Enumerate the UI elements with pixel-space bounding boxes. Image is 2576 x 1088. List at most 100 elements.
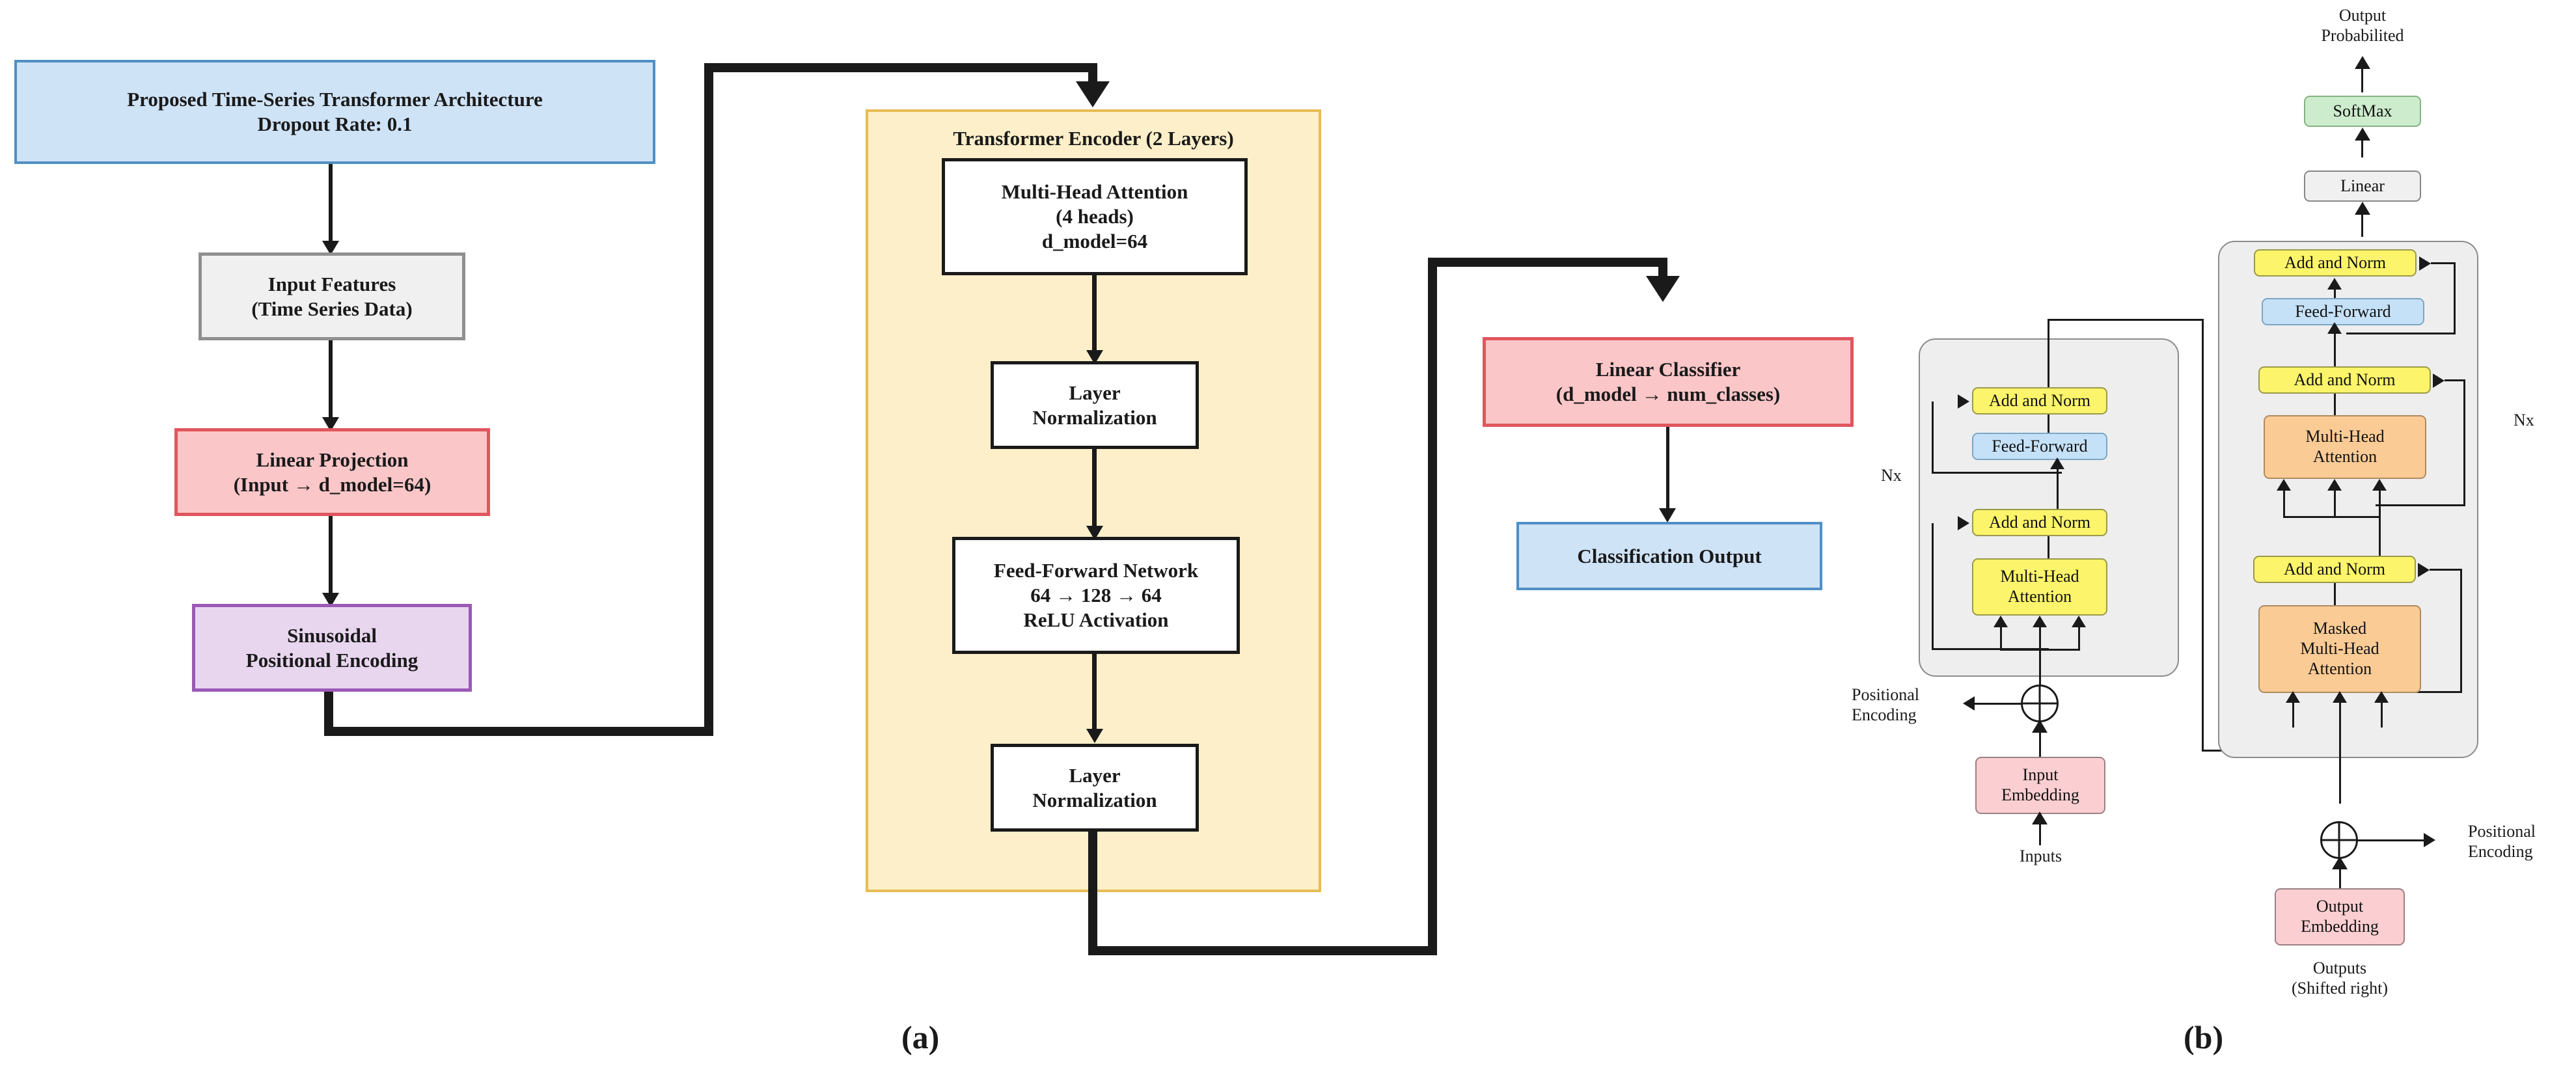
decoder-posenc-line-2: Encoding	[2468, 842, 2533, 862]
connector-inputs-to-embedding	[2039, 814, 2041, 845]
arrowhead-into-classifier	[1646, 276, 1680, 302]
connector-decoder-mha-to-addnorm	[2334, 394, 2336, 418]
encoder-multi-head-attention: Multi-Head Attention	[1972, 558, 2107, 616]
feed-forward-network-box: Feed-Forward Network 64 → 128 → 64 ReLU …	[952, 537, 1240, 654]
arrowhead-inputs-to-embedding	[2032, 811, 2048, 824]
encoder-input-embedding-line-2: Embedding	[2001, 785, 2079, 804]
linear-label: Linear	[2340, 176, 2385, 195]
decoder-add-circle	[2320, 821, 2358, 859]
encoder-input-embedding-line-1: Input	[2022, 765, 2059, 785]
connector-posenc-down	[324, 692, 333, 736]
encoder-qkv-bus	[2000, 649, 2080, 651]
sinusoidal-posenc-line-2: Positional Encoding	[245, 648, 418, 672]
connector-output-embed-to-circle	[2339, 859, 2341, 890]
decoder-add-norm-top: Add and Norm	[2254, 249, 2417, 277]
arrowhead-norm1-to-ffn	[1086, 526, 1103, 540]
encoder-add-norm-top-label: Add and Norm	[1989, 390, 2090, 410]
masked-mha-line-3: Attention	[2307, 659, 2372, 678]
encoder-feed-forward: Feed-Forward	[1972, 433, 2107, 460]
encoder-positional-encoding-label: Positional Encoding	[1852, 685, 1966, 725]
arrowhead-output-embed-to-circle	[2332, 856, 2348, 869]
decoder-posenc-line	[2356, 839, 2426, 841]
decoder-residual-mid-arrowhead	[2433, 374, 2445, 388]
decoder-masked-multi-head-attention: Masked Multi-Head Attention	[2258, 605, 2421, 693]
decoder-residual-bottom-vertical	[2460, 569, 2462, 692]
encoder-qkv-line-3	[2078, 626, 2080, 651]
decoder-residual-top-connect	[2346, 333, 2456, 334]
decoder-masked-qkv-line-2	[2339, 703, 2341, 804]
layer-norm-2-line-2: Normalization	[1032, 788, 1157, 811]
connector-encoder-up	[1428, 258, 1437, 955]
connector-encoder-addnorm-to-ff	[2057, 460, 2059, 513]
decoder-feed-forward-label: Feed-Forward	[2295, 301, 2391, 321]
mha-line-3: d_model=64	[1041, 229, 1148, 252]
decoder-add-norm-mid-label: Add and Norm	[2294, 370, 2396, 389]
connector-projection-to-posenc	[329, 516, 333, 599]
encoder-posenc-line-2: Encoding	[1852, 705, 1917, 725]
connector-softmax-to-output	[2361, 59, 2363, 92]
title-box: Proposed Time-Series Transformer Archite…	[14, 60, 655, 164]
linear-box: Linear	[2304, 170, 2421, 202]
arrowhead-title-to-input	[322, 241, 339, 255]
decoder-add-norm-mid: Add and Norm	[2258, 366, 2431, 394]
ffn-line-1: Feed-Forward Network	[993, 559, 1199, 582]
connector-ffn-to-norm2	[1092, 654, 1097, 735]
layer-norm-1-line-1: Layer	[1069, 381, 1121, 404]
decoder-residual-top-horizontal	[2431, 262, 2456, 264]
encoder-feed-forward-label: Feed-Forward	[1992, 436, 2088, 456]
encoder-residual-top-arrowhead	[1958, 394, 1969, 409]
output-probabilities-label: Output Probabilited	[2271, 5, 2454, 46]
decoder-masked-qkv-arrow-2	[2333, 691, 2347, 703]
encoder-posenc-line	[1972, 703, 2023, 705]
linear-projection-line-2: (Input → d_model=64)	[233, 472, 432, 496]
connector-encoder-mha-to-addnorm	[2048, 536, 2049, 561]
connector-decoder-to-linear	[2361, 204, 2363, 237]
decoder-add-norm-bottom-label: Add and Norm	[2284, 559, 2385, 578]
decoder-masked-qkv-arrow-1	[2286, 691, 2300, 703]
connector-encoder-top-right	[1428, 258, 1667, 267]
decoder-residual-top-vertical	[2454, 262, 2456, 334]
decoder-posenc-arrowhead	[2424, 833, 2435, 847]
decoder-add-norm-bottom: Add and Norm	[2253, 556, 2416, 583]
connector-linear-to-softmax	[2361, 130, 2363, 157]
mha-line-2: (4 heads)	[1056, 205, 1134, 228]
decoder-cross-qkv-bus	[2283, 516, 2381, 518]
decoder-masked-qkv-arrow-3	[2374, 691, 2389, 703]
arrowhead-decoder-addnorm-to-ff	[2327, 322, 2342, 334]
decoder-residual-top-arrowhead	[2419, 256, 2431, 271]
ffn-line-3: ReLU Activation	[1023, 608, 1169, 631]
encoder-output-right	[2048, 319, 2204, 321]
classification-output-box: Classification Output	[1516, 522, 1822, 590]
encoder-add-norm-bottom-label: Add and Norm	[1989, 512, 2090, 532]
decoder-outputs-line-2: (Shifted right)	[2291, 979, 2389, 998]
sinusoidal-posenc-line-1: Sinusoidal	[287, 623, 377, 647]
connector-encoder-embed-to-circle	[2039, 722, 2041, 758]
connector-posenc-up	[704, 63, 713, 736]
arrowhead-mha-to-norm1	[1086, 350, 1103, 364]
connector-masked-mha-to-addnorm	[2334, 583, 2336, 608]
decoder-output-embedding-line-1: Output	[2316, 897, 2364, 916]
linear-classifier-line-1: Linear Classifier	[1595, 358, 1741, 381]
decoder-output-embedding: Output Embedding	[2275, 888, 2405, 945]
mha-line-1: Multi-Head Attention	[1001, 180, 1188, 204]
decoder-cross-qkv-arrow-1	[2277, 479, 2291, 491]
decoder-cross-qkv-line-2	[2334, 489, 2336, 518]
decoder-residual-bottom-horizontal	[2430, 569, 2462, 571]
decoder-posenc-line-1: Positional	[2468, 822, 2536, 841]
decoder-add-circle-v	[2338, 823, 2340, 857]
encoder-posenc-line-1: Positional	[1852, 685, 1920, 704]
input-features-line-1: Input Features	[267, 272, 396, 295]
encoder-add-norm-top: Add and Norm	[1972, 387, 2107, 415]
encoder-mha-line-2: Attention	[2007, 587, 2072, 606]
linear-classifier-box: Linear Classifier (d_model → num_classes…	[1483, 337, 1854, 427]
encoder-posenc-arrowhead	[1963, 696, 1975, 711]
encoder-inputs-label: Inputs	[2020, 847, 2062, 865]
encoder-qkv-arrow-1	[1994, 616, 2008, 627]
arrowhead-linear-to-softmax	[2355, 128, 2370, 141]
connector-posenc-top-right	[704, 63, 1097, 72]
linear-classifier-line-2: (d_model → num_classes)	[1555, 383, 1781, 405]
encoder-residual-top-horizontal	[1932, 472, 2062, 474]
connector-input-to-projection	[329, 340, 333, 424]
encoder-mha-line-1: Multi-Head	[2000, 567, 2079, 586]
